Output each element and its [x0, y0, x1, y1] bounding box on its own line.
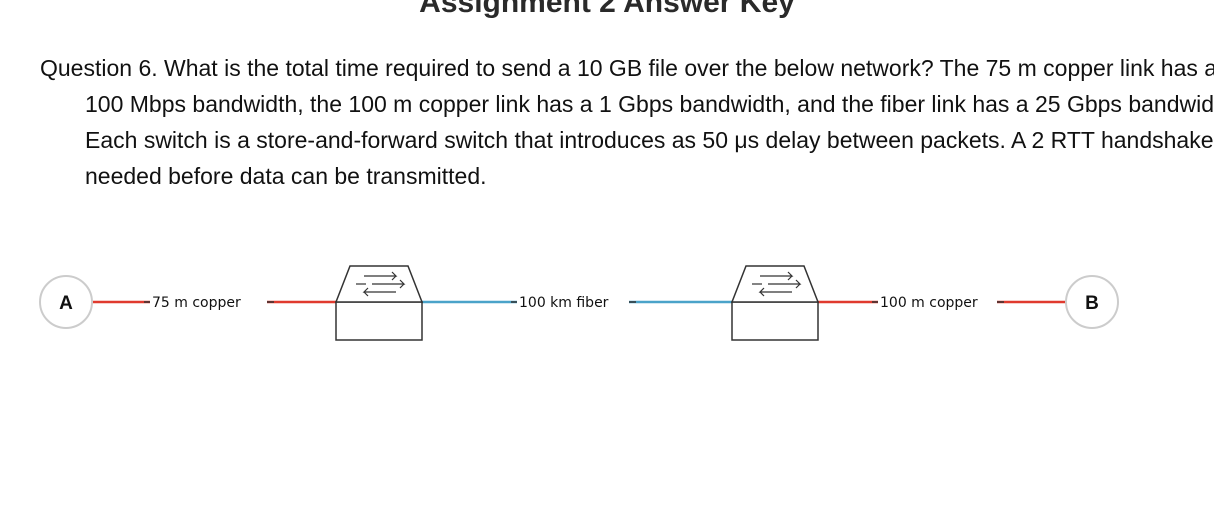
link-label-100m-copper: 100 m copper [880, 295, 978, 311]
host-a-node: A [39, 275, 93, 329]
link-label-100km-fiber: 100 km fiber [519, 295, 609, 311]
host-a-label: A [59, 293, 73, 314]
host-b-label: B [1085, 293, 1099, 314]
network-switch-icon [334, 265, 424, 341]
page-title: Assignment 2 Answer Key [419, 0, 795, 19]
host-b-node: B [1065, 275, 1119, 329]
link-label-75m-copper: 75 m copper [152, 295, 241, 311]
question-text: Question 6. What is the total time requi… [40, 55, 1214, 189]
network-switch-icon [730, 265, 820, 341]
